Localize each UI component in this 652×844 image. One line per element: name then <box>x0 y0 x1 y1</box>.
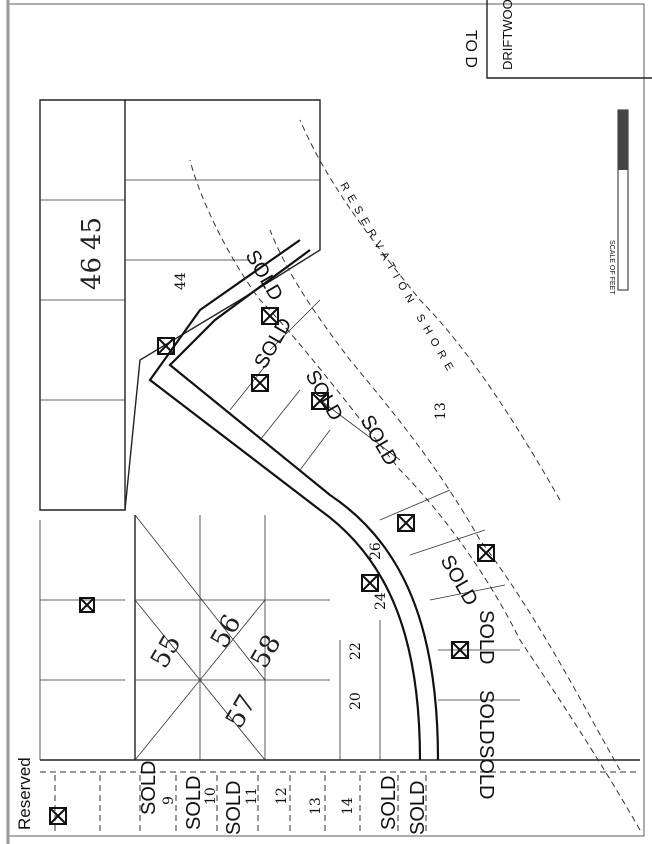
lot-number: 44 <box>173 272 189 290</box>
lot-number: 24 <box>373 592 389 610</box>
sold-label: SOLD <box>475 745 497 799</box>
hand-lot-number: 57 <box>220 690 263 734</box>
lot-number: 11 <box>244 787 260 805</box>
lot-number: 9 <box>161 796 177 805</box>
hand-lot-number: 55 <box>145 630 188 674</box>
curved-road <box>148 239 422 761</box>
title-block <box>486 0 652 79</box>
sold-label: SOLD <box>138 761 160 815</box>
lot-number: 10 <box>203 787 219 805</box>
hand-lot-number: 56 <box>205 610 248 654</box>
sold-label: SOLD <box>223 781 245 835</box>
sold-label: SOLD <box>183 776 205 830</box>
lot-number: 20 <box>348 692 364 710</box>
marker-box-icon <box>49 807 67 825</box>
shoreline-2 <box>269 229 621 771</box>
lot-number: 13 <box>308 797 324 815</box>
hand-lot-number: 46 <box>77 257 107 290</box>
marked-lot-icons <box>79 307 495 659</box>
sold-label: SOLD <box>436 552 482 610</box>
block-lot-lines <box>134 514 330 761</box>
title-block-text: DRIFTWOOD <box>500 0 515 70</box>
boundary-top <box>124 99 321 511</box>
sold-label: SOLD <box>475 690 497 744</box>
sold-label: SOLD <box>407 781 429 835</box>
lot-lines <box>39 179 520 760</box>
lot-marked-number: 13 <box>433 402 449 420</box>
sold-label: SOLD <box>378 776 400 830</box>
lot-number: 22 <box>348 642 364 660</box>
lot-number: 12 <box>274 787 290 805</box>
reserved-label: Reserved <box>15 757 34 830</box>
sold-label: SOLD <box>356 412 402 470</box>
scale-bar-fill <box>618 110 628 170</box>
water-contour <box>299 119 561 501</box>
hand-lot-number: 58 <box>245 630 288 674</box>
hand-lot-number: 45 <box>77 217 107 250</box>
front-lot-lines <box>54 775 427 835</box>
lot-number: 26 <box>368 542 384 560</box>
lot-number: 14 <box>340 797 356 815</box>
curved-road-edge <box>168 249 440 761</box>
scale-label: SCALE OF FEET <box>608 240 615 295</box>
sold-label: SOLD <box>475 610 497 664</box>
to-label: TO D <box>462 30 479 68</box>
shore-label: RESERVATION SHORE <box>337 181 458 379</box>
boundary-left-strip <box>39 99 126 511</box>
shoreline <box>189 159 641 831</box>
sold-label: SOLD <box>301 367 347 425</box>
